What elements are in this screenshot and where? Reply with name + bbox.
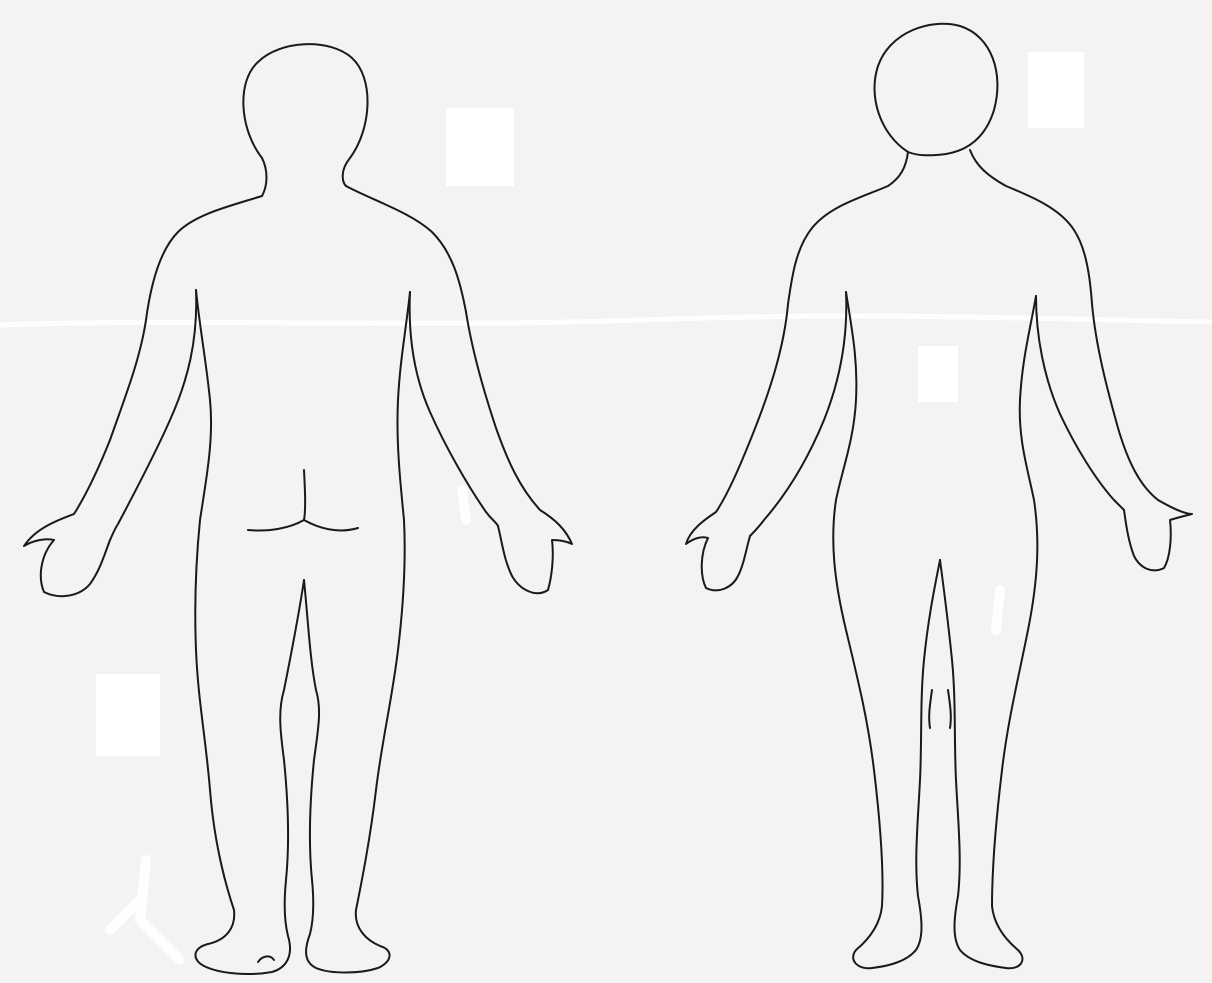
back-neck-left (262, 158, 267, 196)
front-view-figure (686, 24, 1192, 968)
back-left-arm-outer (24, 320, 146, 596)
back-torso-right-side (304, 292, 410, 973)
back-gluteal-cleft (304, 470, 305, 520)
correction-patch (96, 674, 160, 756)
back-right-arm-outer (466, 312, 572, 593)
correction-patch (918, 346, 958, 402)
front-right-knee (948, 690, 951, 728)
back-shoulders-right (346, 186, 466, 312)
back-head-outline (243, 44, 367, 186)
scuff-mark (996, 590, 1000, 630)
back-right-arm-inner (410, 292, 498, 526)
front-head-outline (875, 24, 998, 156)
front-left-knee (929, 690, 932, 728)
scuff-mark (462, 490, 466, 520)
front-shoulders-right (970, 150, 1092, 304)
back-torso-left-side (195, 290, 304, 974)
paper-marks (0, 52, 1212, 960)
front-left-arm-outer (686, 304, 788, 590)
scuff-mark (110, 860, 180, 960)
correction-patch (446, 108, 514, 186)
correction-patch (1028, 52, 1084, 128)
back-buttocks-crease (248, 520, 358, 531)
back-left-heel (258, 956, 274, 962)
back-left-arm-inner (110, 290, 196, 540)
front-right-arm-outer (1092, 304, 1192, 570)
back-shoulders (146, 196, 262, 320)
front-left-arm-inner (750, 292, 846, 536)
front-shoulders-left (788, 152, 908, 304)
